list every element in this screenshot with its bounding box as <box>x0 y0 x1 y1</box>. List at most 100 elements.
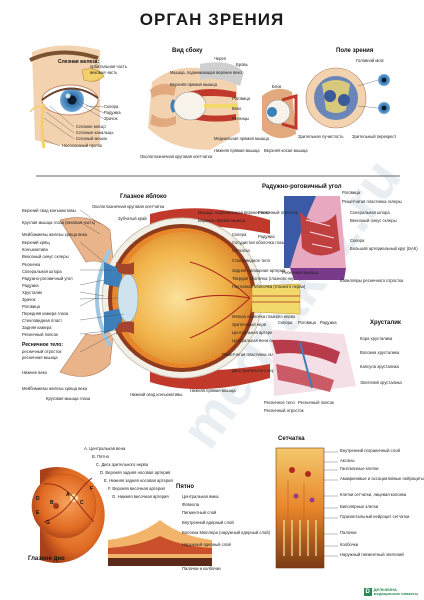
face-label-9: Носослезный проток <box>62 143 102 148</box>
eb-right-12: Диск зрительного нерва <box>232 368 279 373</box>
side-label-3: Череп <box>214 56 226 61</box>
eb-left-4: Конъюнктива <box>22 247 48 252</box>
side-label-1: Верхняя прямая мышца <box>170 82 218 87</box>
side-label-4: Роговица <box>232 96 251 101</box>
eye-right-icon <box>378 102 390 114</box>
fundus-letter-f: F <box>90 486 93 492</box>
angle-label-6: Ресничный отросток <box>258 210 298 215</box>
eb-left-12: Роговица <box>22 304 41 309</box>
angle-label-3: Венозный синус склеры <box>350 218 397 223</box>
eb-right-9: Центральная артерия сетчатки <box>232 330 293 335</box>
retina-label-6: Горизонтальный нейроцит сетчатки <box>340 514 410 519</box>
eb-left-14: Стекловидная пласт <box>22 318 62 323</box>
eb-top-3: Верхняя прямая мышца <box>198 218 246 223</box>
retina-label-4: Клетки сетчатки, лицевая колонка <box>340 492 407 497</box>
side-label-10: Блок <box>272 84 282 89</box>
lens-label-6: Ресничное тело <box>264 400 296 405</box>
logo-mark: D <box>363 588 372 596</box>
eb-right-4: Задняя цилиарная артерия <box>232 268 285 273</box>
logo-name: ДЕЛЬФИНА <box>373 587 397 592</box>
retina-label-1: Аксоны <box>340 458 354 463</box>
retina-label-9: Наружный пигментный эпителий <box>340 552 404 557</box>
fundus-label-6: G. Нижняя височная артерия <box>112 494 169 499</box>
lens-title: Хрусталик <box>370 320 401 326</box>
lens-panel: Хрусталик Склера Роговица Радужка Кора х… <box>264 320 402 413</box>
fundus-label-3: D. Верхняя задняя носовая артерия <box>100 470 170 475</box>
retina-label-5: Биполярные клетки <box>340 504 379 509</box>
face-panel: Слезная железа: орбитальная часть векова… <box>29 45 128 149</box>
eb-top-2: Мышца, поднимающая верхнее веко <box>198 210 270 215</box>
eye-left-icon <box>378 74 390 86</box>
side-label-9: Верхняя косая мышца <box>264 148 308 153</box>
lens-label-0: Склера <box>278 320 293 325</box>
eb-left-15: Задняя камера <box>22 325 52 330</box>
retina-label-8: Колбочки <box>340 542 359 547</box>
macula-label-0: Центральная ямка <box>182 494 219 499</box>
angle-label-1: Решетчатая пластинка склеры <box>342 199 402 204</box>
eb-left-16: Ресничный поясок <box>22 332 58 337</box>
field-label-0: Головной мозг <box>356 58 384 63</box>
eb-left-6: Ресничка <box>22 262 41 267</box>
angle-label-8: Ресничная мышца <box>282 270 319 275</box>
fundus-letter-g: G <box>46 520 50 526</box>
retina-label-0: Внутренний пограничный слой <box>340 448 401 453</box>
face-label-2: вековая часть <box>90 70 118 75</box>
eb-right-5: Твердая оболочка (глазного нерва) <box>232 276 301 281</box>
eb-bottom-0: Круговая мышца глаза <box>46 396 91 401</box>
fundus-panel: A B C D E F G Глазное дно А. Центральная… <box>28 446 173 563</box>
eb-left-18: ресничный отросток <box>22 349 62 354</box>
face-label-8: Слезный мешок <box>76 136 107 141</box>
retina-label-2: Ганглиозные клетки <box>340 466 379 471</box>
fundus-letter-e: E <box>36 510 40 516</box>
fundus-label-0: А. Центральная вена <box>84 446 126 451</box>
retina-panel: Сетчатка Внутренний пограничный слой Акс… <box>275 436 424 569</box>
macula-label-3: Внутренний ядерный слой <box>182 520 234 525</box>
eb-right-3: Стекловидное тело <box>232 258 271 263</box>
face-label-6: Слезное мясцо <box>76 124 106 129</box>
eb-bottom-1: Нижний свод конъюнктивы <box>130 392 182 397</box>
side-label-11: Окологлазничная круговая клетчатка <box>140 154 213 159</box>
eb-left-17: Ресничное тело: <box>22 342 63 348</box>
angle-label-2: Склеральная шпора <box>350 210 390 215</box>
side-label-8: Нижняя прямая мышца <box>214 148 260 153</box>
eb-left-7: Склеральная шпора <box>22 269 62 274</box>
retina-label-3: Амакриновые и ассоциативные нейроциты <box>340 476 424 481</box>
macula-label-6: Палочки и колбочки <box>182 566 221 571</box>
retina-label-7: Палочки <box>340 530 357 535</box>
eyeball-panel: Глазное яблоко Верхний свод конъюнктивы … <box>22 193 306 401</box>
eb-left-10: Хрусталик <box>22 290 42 295</box>
eb-left-13: Передняя камера глаза <box>22 311 69 316</box>
macula-label-4: Волокна Мюллера (наружный ядерный слой) <box>182 530 271 535</box>
eb-right-2: Сетчатка <box>232 248 250 253</box>
eb-right-7: Мягкая оболочка глазного нерва <box>232 314 296 319</box>
field-label-2: Зрительный перекрест <box>352 134 397 139</box>
fundus-letter-a: A <box>66 492 70 498</box>
lens-label-9: Ресничный отросток <box>264 408 304 413</box>
macula-label-1: Фовеола <box>182 502 200 507</box>
eb-left-2: Мейбомиевы железы хряща века <box>22 232 88 237</box>
angle-label-0: Роговица <box>342 190 361 195</box>
eb-left-1: Круглая мышца глаза (вековая часть) <box>22 220 96 225</box>
retina-title: Сетчатка <box>278 436 305 442</box>
side-view-panel: Вид сбоку Мышца, поднимающая верхнее век… <box>140 47 308 159</box>
eb-right-0: Склера <box>232 232 247 237</box>
macula-title: Пятно <box>176 484 194 490</box>
lens-label-4: Волокна хрусталика <box>360 350 400 355</box>
eb-right-6: Паутинная оболочка (глазного нерва) <box>232 284 306 289</box>
lens-label-1: Роговица <box>298 320 317 325</box>
fundus-letter-b: B <box>50 500 54 506</box>
eb-left-5: Венозный синус склеры <box>22 254 69 259</box>
face-label-0: Слезная железа: <box>58 59 99 65</box>
iridocorneal-panel: Радужно-роговичный угол Роговица Решетча… <box>258 183 418 283</box>
lens-label-3: Кора хрусталика <box>360 336 393 341</box>
eyeball-title: Глазное яблоко <box>120 193 167 200</box>
lens-label-5: Капсула хрусталика <box>360 364 399 369</box>
publisher-logo: D ДЕЛЬФИНА медицинские плакаты <box>363 587 418 596</box>
eb-top-0: Окологлазничная круговая клетчатка <box>92 204 165 209</box>
macula-label-2: Пигментный слой <box>182 510 217 515</box>
eb-bottom-2: Нижняя прямая мышца <box>190 388 236 393</box>
face-label-5: Зрачок <box>104 116 118 121</box>
eb-left-20: Нижнее веко <box>22 370 48 375</box>
side-label-5: Веко <box>232 106 242 111</box>
